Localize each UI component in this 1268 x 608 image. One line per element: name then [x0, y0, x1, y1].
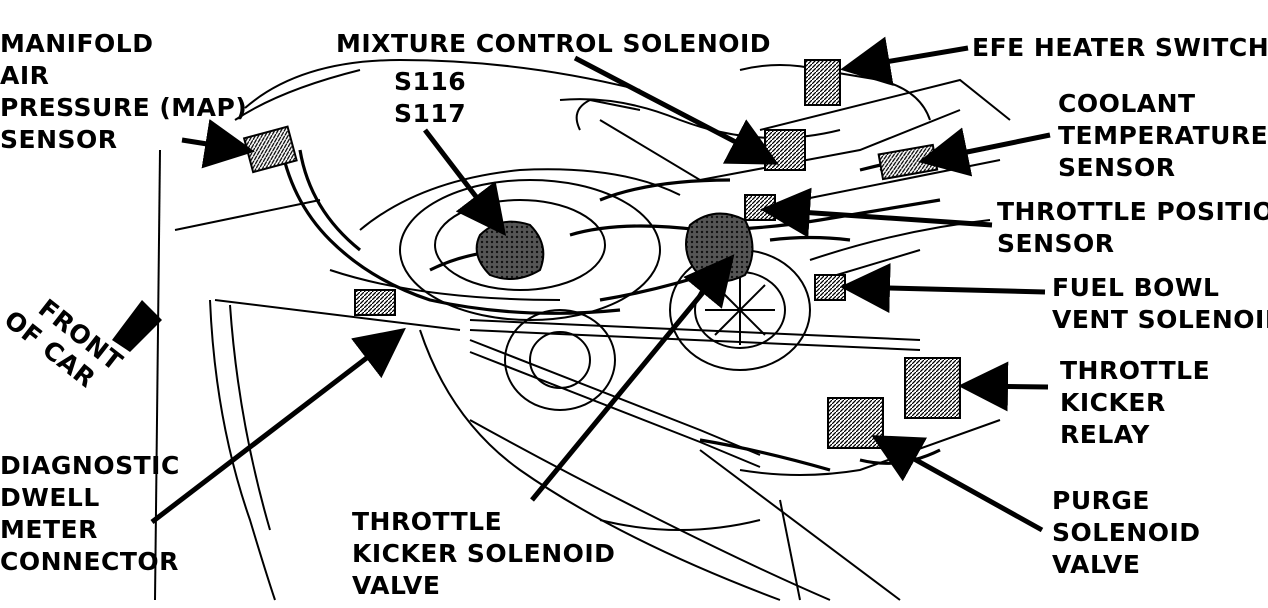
label-line: EFE HEATER SWITCH: [972, 33, 1268, 62]
label-line: S116: [394, 67, 467, 96]
label-line: VALVE: [352, 571, 441, 600]
vehicle-body: [154, 58, 1001, 601]
arrow-map-sensor: [181, 119, 255, 169]
fuel-bowl-vent-body: [814, 274, 846, 301]
throttle-position-sensor-body: [744, 194, 776, 221]
s116-s117-connector: [475, 220, 545, 280]
label-line: SOLENOID: [1052, 518, 1201, 547]
label-line: SENSOR: [997, 229, 1115, 258]
components: [242, 59, 961, 449]
arrow-coolant-temp: [918, 127, 1051, 177]
label-throttle-kicker-solenoid: THROTTLE KICKER SOLENOID VALVE: [352, 506, 615, 602]
label-mixture-control: MIXTURE CONTROL SOLENOID: [336, 28, 771, 60]
arrow-diagnostic-dwell: [150, 327, 406, 524]
label-line: METER: [0, 515, 98, 544]
label-line: RELAY: [1060, 420, 1150, 449]
label-s-codes: S116 S117: [394, 66, 466, 130]
label-line: FUEL BOWL: [1052, 273, 1220, 302]
label-line: DIAGNOSTIC: [0, 451, 180, 480]
label-line: PURGE: [1052, 486, 1150, 515]
label-line: TEMPERATURE: [1058, 121, 1268, 150]
label-line: SENSOR: [1058, 153, 1176, 182]
label-line: AIR: [0, 61, 50, 90]
arrow-fuel-bowl-vent: [840, 263, 1046, 314]
label-line: DWELL: [0, 483, 100, 512]
label-line: VALVE: [1052, 550, 1141, 579]
purge-solenoid-body: [827, 397, 884, 449]
leader-arrows: [150, 36, 1051, 533]
efe-heater-switch-body: [804, 59, 841, 106]
label-line: COOLANT: [1058, 89, 1196, 118]
arrow-throttle-position: [760, 187, 993, 238]
label-coolant-temp: COOLANT TEMPERATURE SENSOR: [1058, 88, 1268, 184]
label-line: MIXTURE CONTROL SOLENOID: [336, 29, 772, 58]
label-line: SENSOR: [0, 125, 118, 154]
arrow-s116-s117: [423, 128, 507, 236]
arrow-throttle-kicker-relay: [958, 361, 1049, 412]
label-line: THROTTLE POSITION: [997, 197, 1268, 226]
arrow-purge-solenoid: [871, 435, 1044, 533]
arrow-throttle-kicker-solenoid: [530, 254, 735, 502]
label-line: KICKER SOLENOID: [352, 539, 616, 568]
label-line: THROTTLE: [352, 507, 503, 536]
label-line: CONNECTOR: [0, 547, 179, 576]
label-diagnostic-dwell: DIAGNOSTIC DWELL METER CONNECTOR: [0, 450, 180, 578]
label-efe-heater: EFE HEATER SWITCH: [972, 32, 1268, 64]
label-throttle-position: THROTTLE POSITION SENSOR: [997, 196, 1268, 260]
label-line: KICKER: [1060, 388, 1166, 417]
label-line: PRESSURE (MAP): [0, 93, 248, 122]
arrow-efe-heater: [840, 36, 969, 86]
label-map-sensor: MANIFOLD AIR PRESSURE (MAP) SENSOR: [0, 28, 247, 156]
label-line: VENT SOLENOID: [1052, 305, 1268, 334]
label-purge-solenoid: PURGE SOLENOID VALVE: [1052, 485, 1201, 581]
dwell-connector-body: [354, 289, 396, 316]
throttle-kicker-relay-body: [904, 357, 961, 419]
throttle-linkage: [469, 319, 921, 468]
label-fuel-bowl-vent: FUEL BOWL VENT SOLENOID: [1052, 272, 1268, 336]
label-line: THROTTLE: [1060, 356, 1211, 385]
map-sensor-body: [242, 125, 298, 174]
label-throttle-kicker-relay: THROTTLE KICKER RELAY: [1060, 355, 1210, 451]
arrow-mixture-control: [573, 55, 779, 165]
front-of-car-arrow: [112, 300, 162, 352]
mixture-control-solenoid-body: [764, 129, 806, 171]
label-line: MANIFOLD: [0, 29, 154, 58]
label-line: S117: [394, 99, 467, 128]
